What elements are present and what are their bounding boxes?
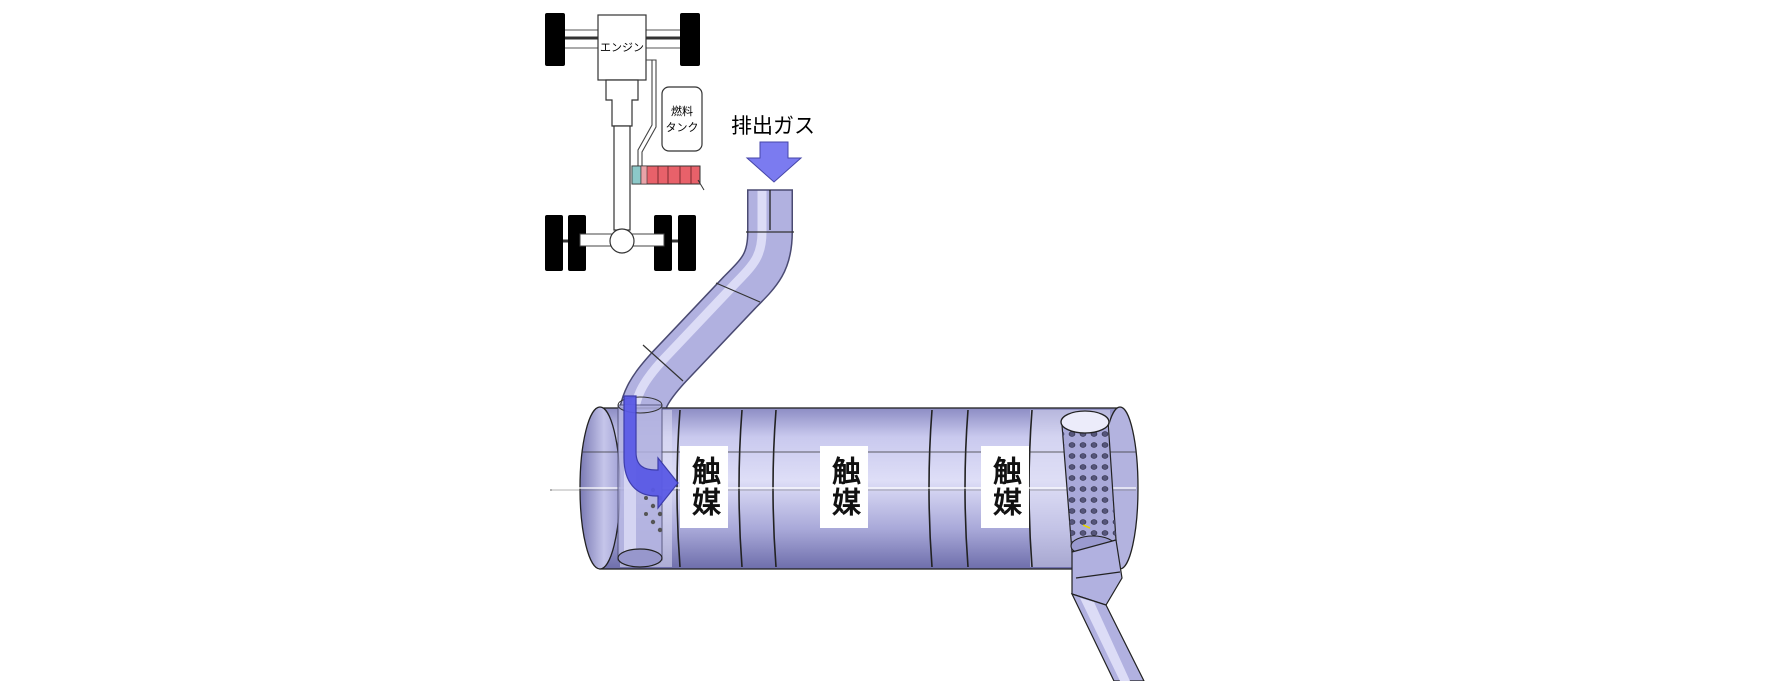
exhaust-inflow-arrow bbox=[745, 141, 803, 183]
exhaust-muffler-band bbox=[631, 165, 705, 191]
fuel-tank-label-line1: 燃料 bbox=[671, 104, 693, 118]
rear-right-tire-outer bbox=[678, 215, 696, 271]
catalyst-label-1-text: 触媒 bbox=[687, 456, 722, 518]
outlet-perforated-pipe bbox=[1060, 410, 1117, 557]
vehicle-layout-diagram: エンジン 燃料 タンク bbox=[545, 13, 705, 271]
catalyst-label-1: 触媒 bbox=[680, 446, 728, 528]
rear-left-tire-outer bbox=[545, 215, 563, 271]
internal-flow-arrow bbox=[623, 395, 679, 510]
front-left-tire bbox=[545, 13, 565, 66]
exhaust-gas-label: 排出ガス bbox=[731, 114, 815, 138]
engine-label: エンジン bbox=[600, 41, 644, 54]
catalyst-label-2-text: 触媒 bbox=[827, 456, 862, 518]
drive-shaft bbox=[613, 125, 631, 231]
fuel-tank bbox=[661, 86, 703, 152]
fuel-tank-label-line2: タンク bbox=[666, 121, 699, 134]
differential bbox=[609, 228, 635, 254]
front-right-tire bbox=[680, 13, 700, 66]
catalyst-label-3: 触媒 bbox=[981, 446, 1029, 528]
catalyst-label-3-text: 触媒 bbox=[988, 456, 1023, 518]
transmission bbox=[605, 79, 639, 127]
catalyst-label-2: 触媒 bbox=[820, 446, 868, 528]
tail-pipe bbox=[1070, 539, 1145, 682]
rear-left-tire-inner bbox=[568, 215, 586, 271]
